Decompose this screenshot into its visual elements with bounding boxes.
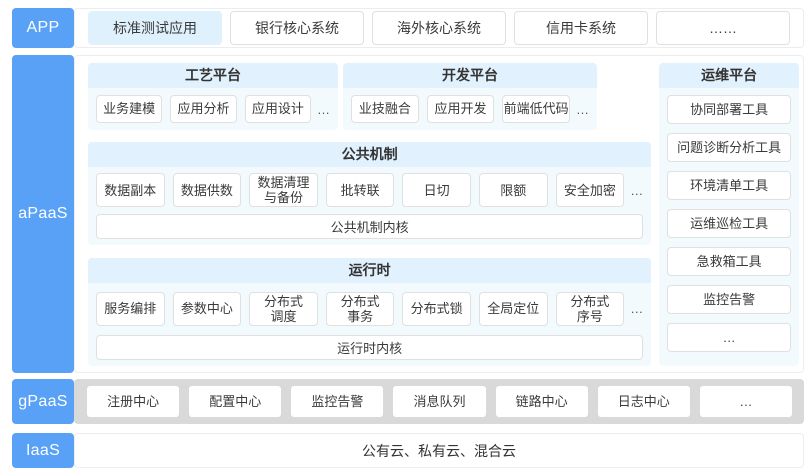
craft-platform-items: 业务建模应用分析应用设计 [96, 95, 311, 123]
capability-card: 批转联 [325, 173, 395, 207]
gpaas-service-card: 监控告警 [291, 386, 384, 417]
capability-card: 应用分析 [170, 95, 237, 123]
dev-platform-items-row: 业技融合应用开发前端低代码 … [343, 88, 597, 130]
apaas-layer: aPaaS 工艺平台 业务建模应用分析应用设计 … 开发平台 [12, 55, 804, 373]
iaas-clouds-text: 公有云、私有云、混合云 [362, 442, 516, 459]
more-ellipsis: … [576, 101, 589, 117]
app-system-card: 海外核心系统 [372, 11, 506, 45]
capability-card: 分布式 序号 [555, 291, 625, 326]
app-system-card: 银行核心系统 [230, 11, 364, 45]
gpaas-layer-label: gPaaS [12, 379, 74, 424]
app-system-card: 标准测试应用 [88, 11, 222, 45]
iaas-layer-label: IaaS [12, 433, 74, 468]
capability-card: 应用开发 [426, 95, 495, 123]
apaas-left-column: 工艺平台 业务建模应用分析应用设计 … 开发平台 [88, 63, 652, 366]
capability-card: 服务编排 [96, 291, 165, 326]
capability-card: 限额 [478, 173, 548, 207]
app-layer: APP 标准测试应用银行核心系统海外核心系统信用卡系统…… [12, 8, 804, 48]
craft-platform-title: 工艺平台 [88, 63, 338, 88]
dev-platform-section: 开发平台 业技融合应用开发前端低代码 … [343, 63, 597, 130]
capability-card: 业技融合 [351, 95, 419, 123]
common-kernel-bar: 公共机制内核 [96, 214, 644, 239]
common-mechanism-items-row: 数据副本数据供数数据清理 与备份批转联日切限额安全加密 … [88, 167, 651, 207]
gpaas-service-card: 消息队列 [393, 386, 486, 417]
gpaas-service-card: … [699, 386, 792, 417]
more-ellipsis: … [317, 101, 330, 117]
craft-platform-section: 工艺平台 业务建模应用分析应用设计 … [88, 63, 338, 130]
capability-card: 数据清理 与备份 [249, 173, 318, 207]
app-system-card: …… [656, 11, 790, 45]
runtime-kernel-bar: 运行时内核 [96, 335, 644, 360]
app-system-card: 信用卡系统 [514, 11, 648, 45]
common-mechanism-items: 数据副本数据供数数据清理 与备份批转联日切限额安全加密 [96, 173, 625, 207]
app-panel: 标准测试应用银行核心系统海外核心系统信用卡系统…… [74, 8, 804, 48]
capability-card: 参数中心 [172, 291, 242, 326]
craft-platform-items-row: 业务建模应用分析应用设计 … [88, 88, 338, 130]
ops-tool-card: 问题诊断分析工具 [667, 133, 791, 162]
capability-card: 数据供数 [172, 173, 242, 207]
apaas-panel: 工艺平台 业务建模应用分析应用设计 … 开发平台 [74, 55, 804, 373]
app-layer-label: APP [12, 8, 74, 48]
ops-tool-card: 监控告警 [667, 285, 791, 314]
ops-tool-card: … [667, 323, 791, 352]
gpaas-service-card: 配置中心 [189, 386, 282, 417]
gpaas-service-card: 日志中心 [597, 386, 690, 417]
gpaas-layer: gPaaS 注册中心配置中心监控告警消息队列链路中心日志中心 … [12, 379, 804, 424]
dev-platform-items: 业技融合应用开发前端低代码 [351, 95, 571, 123]
capability-card: 分布式 调度 [249, 291, 318, 326]
iaas-layer: IaaS 公有云、私有云、混合云 [12, 433, 804, 468]
runtime-title: 运行时 [88, 258, 652, 283]
capability-card: 安全加密 [555, 173, 625, 207]
runtime-items: 服务编排参数中心分布式 调度分布式 事务分布式锁全局定位分布式 序号 [96, 289, 625, 328]
iaas-panel: 公有云、私有云、混合云 [74, 433, 804, 468]
app-items: 标准测试应用银行核心系统海外核心系统信用卡系统…… [88, 11, 790, 45]
capability-card: 分布式锁 [402, 291, 471, 326]
more-ellipsis: … [630, 301, 644, 316]
capability-card: 应用设计 [244, 95, 311, 123]
apaas-layer-label: aPaaS [12, 55, 74, 373]
common-mechanism-title: 公共机制 [88, 142, 652, 167]
common-mechanism-section: 公共机制 数据副本数据供数数据清理 与备份批转联日切限额安全加密 … 公共机制内… [88, 142, 652, 245]
gpaas-panel: 注册中心配置中心监控告警消息队列链路中心日志中心 … [74, 379, 804, 424]
more-ellipsis: … [630, 182, 644, 198]
capability-card: 前端低代码 [502, 95, 571, 123]
capability-card: 日切 [402, 173, 471, 207]
ops-platform-title: 运维平台 [659, 63, 799, 88]
capability-card: 分布式 事务 [325, 291, 395, 326]
ops-platform-items: 协同部署工具问题诊断分析工具环境清单工具运维巡检工具急救箱工具监控告警 … [659, 88, 799, 366]
ops-tool-card: 运维巡检工具 [667, 209, 791, 238]
runtime-section: 运行时 服务编排参数中心分布式 调度分布式 事务分布式锁全局定位分布式 序号 …… [88, 258, 652, 366]
gpaas-service-card: 注册中心 [87, 386, 180, 417]
dev-platform-title: 开发平台 [343, 63, 597, 88]
ops-platform-section: 运维平台 协同部署工具问题诊断分析工具环境清单工具运维巡检工具急救箱工具监控告警… [659, 63, 799, 366]
capability-card: 业务建模 [96, 95, 163, 123]
runtime-items-row: 服务编排参数中心分布式 调度分布式 事务分布式锁全局定位分布式 序号 … [88, 283, 651, 328]
ops-tool-card: 急救箱工具 [667, 247, 791, 276]
capability-card: 全局定位 [478, 291, 548, 326]
ops-tool-card: 环境清单工具 [667, 171, 791, 200]
ops-tool-card: 协同部署工具 [667, 95, 791, 124]
platforms-row: 工艺平台 业务建模应用分析应用设计 … 开发平台 [88, 63, 651, 130]
capability-card: 数据副本 [96, 173, 165, 207]
gpaas-service-card: 链路中心 [495, 386, 588, 417]
gpaas-items: 注册中心配置中心监控告警消息队列链路中心日志中心 … [87, 386, 792, 417]
